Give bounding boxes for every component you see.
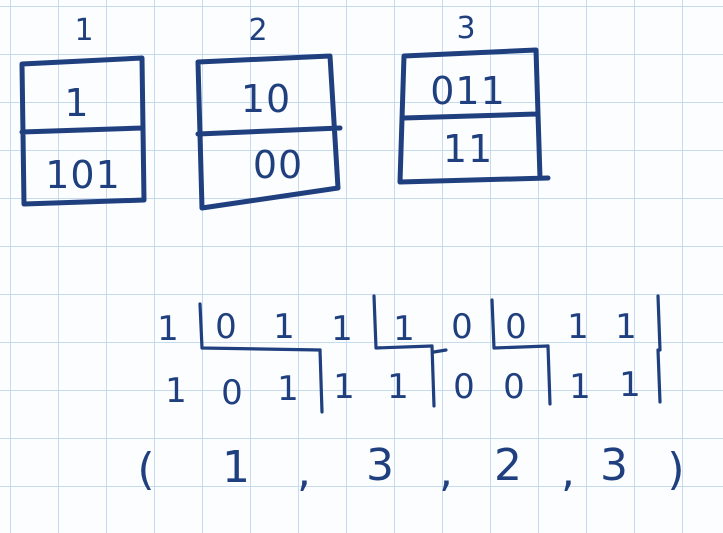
match-top-cell-8: 1	[567, 307, 589, 347]
solution-sequence: ( 1 , 3 , 2 , 3 )	[137, 440, 684, 497]
card-2-top-string: 10	[241, 77, 291, 121]
match-top-cell-1: 1	[157, 309, 179, 349]
card-1-number: 1	[74, 13, 93, 48]
solution-separator-3: ,	[561, 446, 575, 497]
match-top-cell-5: 1	[393, 309, 415, 349]
match-bottom-cell-2: 0	[221, 373, 243, 413]
match-bottom-cell-1: 1	[165, 371, 187, 411]
card-3-frame	[397, 47, 551, 185]
card-2-bottom-string: 00	[253, 143, 303, 187]
match-bottom-cell-7: 0	[503, 367, 525, 407]
match-top-cell-2: 0	[215, 307, 237, 347]
card-1-frame	[19, 55, 147, 207]
match-top-cell-9: 1	[615, 307, 637, 347]
solution-item-1: 1	[222, 442, 250, 493]
card-3-bottom-string: 11	[443, 127, 493, 171]
solution-item-3: 2	[494, 440, 522, 491]
match-bottom-dividers	[318, 344, 662, 414]
card-3-top-string: 011	[430, 69, 506, 113]
match-bottom-cell-8: 1	[569, 367, 591, 407]
card-1-bottom-string: 101	[45, 153, 121, 197]
match-bottom-cell-6: 0	[453, 367, 475, 407]
domino-card-2: 2 10 00	[195, 13, 343, 211]
solution-item-2: 3	[366, 440, 394, 491]
match-top-row: 1 0 1 1 1 0 0 1 1	[157, 307, 637, 349]
match-bottom-cell-3: 1	[277, 369, 299, 409]
domino-card-1: 1 1 101	[19, 13, 147, 207]
card-2-number: 2	[248, 13, 267, 48]
solution-separator-2: ,	[439, 446, 453, 497]
card-1-top-string: 1	[64, 81, 89, 125]
domino-card-3: 3 011 11	[397, 11, 551, 185]
match-bottom-row: 1 0 1 1 1 0 0 1 1	[165, 365, 641, 413]
match-bottom-cell-5: 1	[387, 367, 409, 407]
solution-item-4: 3	[600, 440, 628, 491]
match-top-cell-3: 1	[273, 307, 295, 347]
match-bottom-cell-4: 1	[333, 367, 355, 407]
match-top-cell-4: 1	[331, 309, 353, 349]
match-top-cell-6: 0	[451, 307, 473, 347]
solution-close-paren: )	[667, 444, 684, 495]
solution-separator-1: ,	[297, 446, 311, 497]
card-3-number: 3	[456, 11, 475, 46]
solution-open-paren: (	[137, 444, 154, 495]
match-top-cell-7: 0	[505, 307, 527, 347]
match-top-dividers	[198, 294, 662, 352]
match-bottom-cell-9: 1	[619, 365, 641, 405]
card-2-frame	[195, 53, 343, 211]
